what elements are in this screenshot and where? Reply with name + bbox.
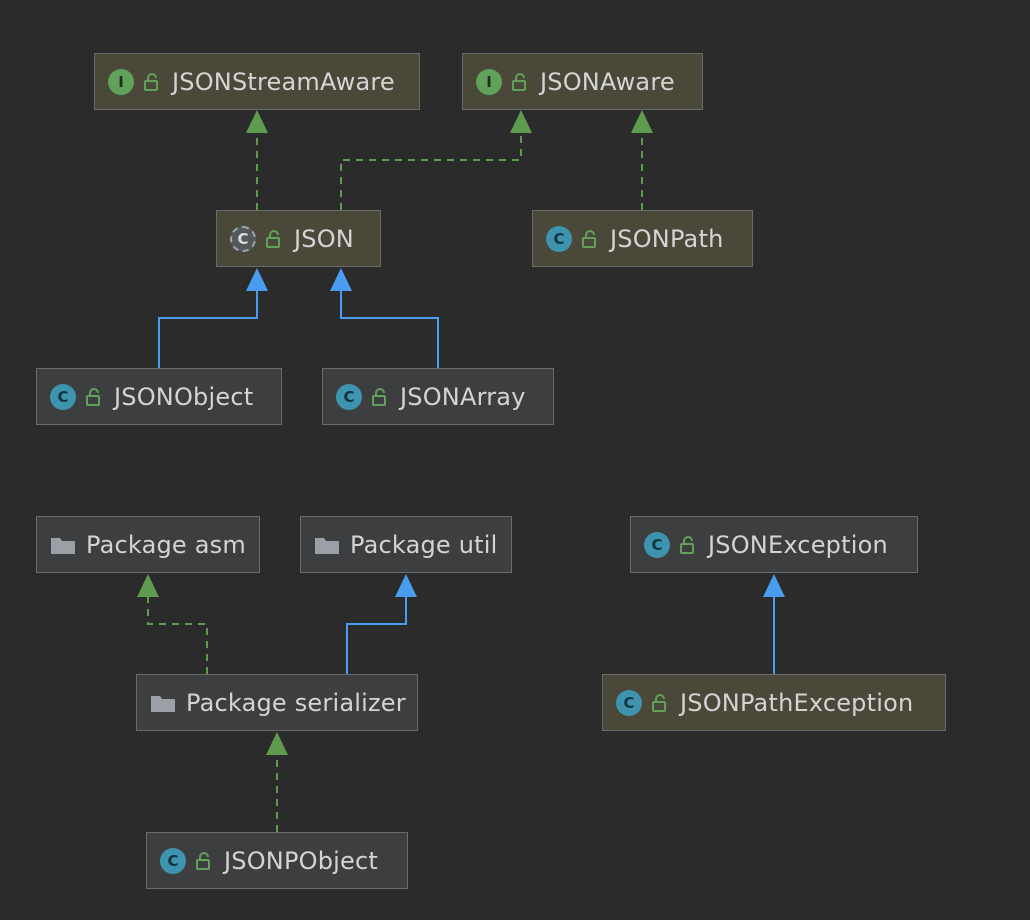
node-label: JSONException [708, 530, 888, 559]
arrowhead-json-left [246, 268, 268, 291]
node-jsonpath[interactable]: C JSONPath [532, 210, 753, 267]
node-jsonpathexception[interactable]: C JSONPathException [602, 674, 946, 731]
node-label: JSON [294, 224, 354, 253]
node-label: JSONObject [114, 382, 254, 411]
node-package-serializer[interactable]: Package serializer [136, 674, 418, 731]
node-label: Package asm [86, 530, 246, 559]
node-jsonaware[interactable]: I JSONAware [462, 53, 703, 110]
unlocked-icon [266, 229, 280, 248]
node-label: JSONPath [610, 224, 724, 253]
edge-serializer-depends-asm [147, 597, 208, 674]
unlocked-icon [144, 72, 158, 91]
folder-icon [51, 537, 75, 554]
unlocked-icon [652, 693, 666, 712]
interface-icon: I [476, 68, 502, 95]
class-icon: C [50, 383, 76, 410]
arrowhead-package-util [395, 574, 417, 597]
unlocked-icon [196, 851, 210, 870]
class-icon: C [546, 225, 572, 252]
unlocked-icon [372, 387, 386, 406]
edge-jsonobject-extends-json [158, 291, 258, 368]
node-label: JSONStreamAware [172, 67, 395, 96]
node-label: Package serializer [186, 688, 406, 717]
node-jsonpobject[interactable]: C JSONPObject [146, 832, 408, 889]
unlocked-icon [680, 535, 694, 554]
arrowhead-package-asm [137, 574, 159, 597]
arrowhead-jsonstreamaware [246, 110, 268, 133]
node-jsonstreamaware[interactable]: I JSONStreamAware [94, 53, 420, 110]
edge-jsonarray-extends-json [340, 291, 439, 368]
arrowhead-jsonaware-left [510, 110, 532, 133]
edge-json-implements-jsonaware [340, 132, 522, 210]
arrowhead-json-right [330, 268, 352, 291]
class-icon: C [616, 689, 642, 716]
node-jsonarray[interactable]: C JSONArray [322, 368, 554, 425]
arrowhead-package-serializer [266, 732, 288, 755]
folder-icon [151, 695, 175, 712]
interface-icon: I [108, 68, 134, 95]
class-icon: C [336, 383, 362, 410]
node-jsonobject[interactable]: C JSONObject [36, 368, 282, 425]
arrowhead-jsonaware-right [631, 110, 653, 133]
class-icon: C [160, 847, 186, 874]
class-icon: C [644, 531, 670, 558]
node-label: Package util [350, 530, 498, 559]
unlocked-icon [512, 72, 526, 91]
abstract-class-icon: C [230, 225, 256, 252]
unlocked-icon [582, 229, 596, 248]
node-json[interactable]: C JSON [216, 210, 381, 267]
node-jsonexception[interactable]: C JSONException [630, 516, 918, 573]
node-label: JSONArray [400, 382, 526, 411]
arrowhead-jsonexception [763, 574, 785, 597]
folder-icon [315, 537, 339, 554]
node-label: JSONPObject [224, 846, 378, 875]
node-package-util[interactable]: Package util [300, 516, 512, 573]
node-package-asm[interactable]: Package asm [36, 516, 260, 573]
node-label: JSONPathException [680, 688, 914, 717]
node-label: JSONAware [540, 67, 675, 96]
unlocked-icon [86, 387, 100, 406]
edge-serializer-extends-util [346, 597, 407, 674]
